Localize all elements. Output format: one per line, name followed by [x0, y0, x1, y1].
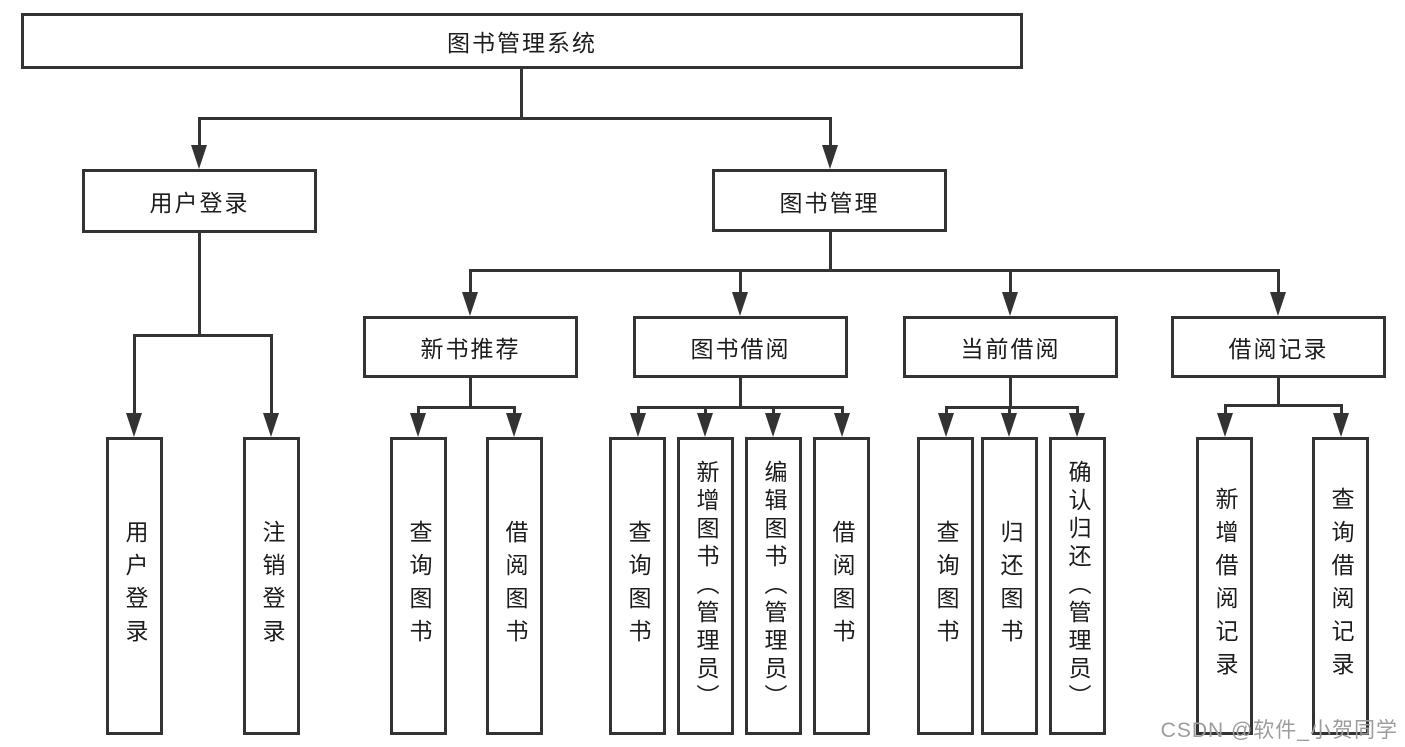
leaf-query-books-recommend-label: 查询图书: [406, 520, 432, 652]
connector-line: [1277, 269, 1280, 294]
arrow-down-icon: [765, 413, 781, 437]
connector-line: [1224, 404, 1227, 413]
connector-line: [133, 334, 136, 417]
leaf-add-book-admin-label: 新增图书（管理员）: [693, 460, 719, 712]
arrow-down-icon: [1333, 413, 1349, 437]
connector-line: [469, 269, 472, 294]
node-current-borrow: 当前借阅: [903, 316, 1118, 378]
arrow-down-icon: [462, 292, 478, 316]
node-borrow-records-label: 借阅记录: [1228, 336, 1329, 362]
node-book-borrow: 图书借阅: [633, 316, 848, 378]
connector-line: [469, 269, 1280, 272]
connector-line: [1076, 406, 1079, 415]
connector-line: [1224, 404, 1341, 407]
leaf-query-borrow-record: 查询借阅记录: [1312, 437, 1369, 735]
connector-line: [270, 334, 273, 417]
arrow-down-icon: [1001, 413, 1017, 437]
leaf-logout: 注销登录: [243, 437, 300, 735]
arrow-down-icon: [126, 413, 142, 437]
connector-line: [520, 69, 523, 118]
arrow-down-icon: [506, 413, 522, 437]
node-root: 图书管理系统: [21, 13, 1023, 69]
leaf-edit-book-admin: 编辑图书（管理员）: [745, 437, 802, 735]
connector-line: [829, 232, 832, 272]
leaf-query-books-recommend: 查询图书: [390, 437, 447, 735]
leaf-borrow-books-borrow-label: 借阅图书: [829, 520, 855, 652]
node-borrow-records: 借阅记录: [1171, 316, 1386, 378]
leaf-add-borrow-record-label: 新增借阅记录: [1212, 487, 1238, 685]
node-user-login-label: 用户登录: [149, 190, 250, 216]
leaf-add-borrow-record: 新增借阅记录: [1196, 437, 1253, 735]
connector-line: [198, 117, 832, 120]
arrow-down-icon: [263, 413, 279, 437]
arrow-down-icon: [822, 145, 838, 169]
connector-line: [739, 269, 742, 294]
connector-line: [829, 117, 832, 149]
arrow-down-icon: [410, 413, 426, 437]
arrow-down-icon: [1270, 292, 1286, 316]
node-current-borrow-label: 当前借阅: [960, 336, 1061, 362]
arrow-down-icon: [191, 145, 207, 169]
leaf-query-books-current-label: 查询图书: [933, 520, 959, 652]
leaf-query-books-borrow: 查询图书: [609, 437, 666, 735]
leaf-add-book-admin: 新增图书（管理员）: [677, 437, 734, 735]
node-new-book-recommend-label: 新书推荐: [420, 336, 521, 362]
connector-line: [1009, 378, 1012, 409]
leaf-logout-label: 注销登录: [259, 520, 285, 652]
leaf-confirm-return-admin: 确认归还（管理员）: [1049, 437, 1106, 735]
connector-line: [198, 233, 201, 336]
connector-line: [134, 334, 272, 337]
leaf-query-borrow-record-label: 查询借阅记录: [1328, 487, 1354, 685]
node-user-login: 用户登录: [82, 169, 317, 233]
connector-line: [704, 406, 707, 415]
leaf-query-books-current: 查询图书: [917, 437, 974, 735]
arrow-down-icon: [1069, 413, 1085, 437]
connector-line: [945, 406, 1078, 409]
node-book-management-label: 图书管理: [779, 189, 880, 216]
connector-line: [637, 406, 844, 409]
connector-line: [739, 378, 742, 409]
leaf-borrow-books-recommend: 借阅图书: [486, 437, 543, 735]
node-root-label: 图书管理系统: [447, 30, 597, 56]
leaf-user-login: 用户登录: [106, 437, 163, 735]
watermark-text: CSDN @软件_小贺同学: [1160, 719, 1398, 742]
leaf-borrow-books-borrow: 借阅图书: [813, 437, 870, 735]
connector-line: [841, 406, 844, 415]
leaf-confirm-return-admin-label: 确认归还（管理员）: [1065, 460, 1091, 712]
arrow-down-icon: [834, 413, 850, 437]
connector-line: [417, 406, 516, 409]
leaf-user-login-label: 用户登录: [122, 520, 148, 652]
arrow-down-icon: [732, 292, 748, 316]
connector-line: [1009, 269, 1012, 294]
connector-line: [198, 117, 201, 149]
connector-line: [1340, 404, 1343, 413]
connector-line: [945, 406, 948, 415]
arrow-down-icon: [630, 413, 646, 437]
arrow-down-icon: [938, 413, 954, 437]
leaf-return-book-label: 归还图书: [997, 520, 1023, 652]
connector-line: [469, 378, 472, 409]
arrow-down-icon: [1002, 292, 1018, 316]
connector-line: [637, 406, 640, 415]
node-new-book-recommend: 新书推荐: [363, 316, 578, 378]
connector-line: [772, 406, 775, 415]
leaf-borrow-books-recommend-label: 借阅图书: [502, 520, 528, 652]
leaf-return-book: 归还图书: [981, 437, 1038, 735]
node-book-borrow-label: 图书借阅: [690, 336, 791, 362]
connector-line: [1277, 378, 1280, 407]
arrow-down-icon: [1217, 413, 1233, 437]
connector-line: [417, 406, 420, 415]
leaf-query-books-borrow-label: 查询图书: [625, 520, 651, 652]
leaf-edit-book-admin-label: 编辑图书（管理员）: [761, 460, 787, 712]
node-book-management: 图书管理: [712, 169, 947, 232]
arrow-down-icon: [697, 413, 713, 437]
connector-line: [513, 406, 516, 415]
connector-line: [1008, 406, 1011, 415]
